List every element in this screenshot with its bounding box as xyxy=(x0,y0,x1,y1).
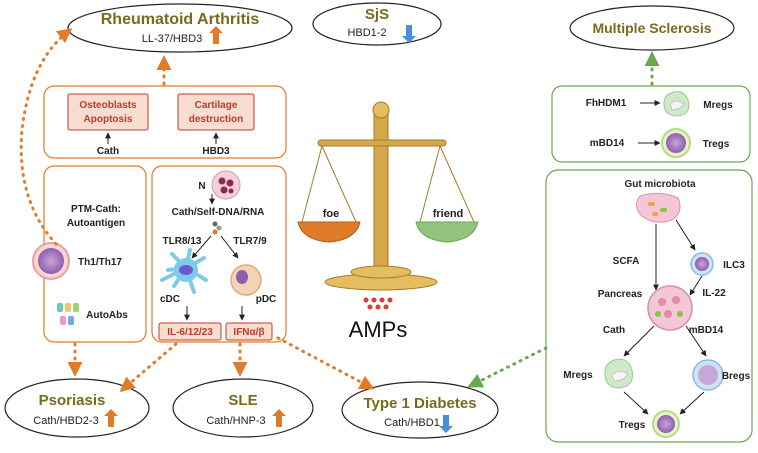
ra-disease: Rheumatoid Arthritis LL-37/HBD3 xyxy=(67,3,293,53)
gut-mbd14-label: mBD14 xyxy=(689,325,724,336)
osteoblasts-line1: Osteoblasts xyxy=(79,100,137,111)
scfa-label: SCFA xyxy=(613,256,640,267)
pdc-label: pDC xyxy=(256,294,277,305)
neutrophil-icon xyxy=(211,170,241,200)
psoriasis-disease: Psoriasis Cath/HBD2-3 xyxy=(4,378,150,438)
cartilage-line1: Cartilage xyxy=(195,100,238,111)
cdc-cell-icon xyxy=(160,248,208,294)
tlr813-label: TLR8/13 xyxy=(163,236,202,247)
ptm-cath-line1: PTM-Cath: xyxy=(71,204,121,215)
il-label: IL-6/12/23 xyxy=(167,327,213,338)
ra-sub: LL-37/HBD3 xyxy=(142,33,203,45)
psoriasis-title: Psoriasis xyxy=(39,392,106,409)
amp-dots-icon xyxy=(363,297,393,310)
t1d-disease: Type 1 Diabetes Cath/HBD1 xyxy=(341,381,499,439)
cath-dna-label: Cath/Self-DNA/RNA xyxy=(172,207,265,218)
gut-cath-label: Cath xyxy=(603,325,625,336)
ifn-label: IFNα/β xyxy=(233,327,264,338)
sjs-sub: HBD1-2 xyxy=(347,27,386,39)
breg-cell-icon xyxy=(692,359,724,391)
gut-panel: Gut microbiota SCFA ILC3 Pancreas IL-22 … xyxy=(545,169,753,443)
th-cell-icon xyxy=(32,242,70,280)
cdc-label: cDC xyxy=(160,294,180,305)
ilc3-label: ILC3 xyxy=(723,260,745,271)
autoabs-label: AutoAbs xyxy=(86,310,128,321)
gut-microbiota-icon xyxy=(636,192,681,223)
friend-label: friend xyxy=(433,208,464,220)
up-arrow-icon xyxy=(272,409,286,427)
sle-sub: Cath/HNP-3 xyxy=(206,415,265,427)
osteoblasts-line2: Apoptosis xyxy=(84,114,133,125)
fhhdm1-label: FhHDM1 xyxy=(586,98,627,109)
gut-mregs-label: Mregs xyxy=(563,370,593,381)
ra-cath-label: Cath xyxy=(97,146,119,157)
treg-cell-icon xyxy=(661,128,691,158)
ms-mbd14-label: mBD14 xyxy=(590,138,625,149)
tlr-panel: N Cath/Self-DNA/RNA TLR8/13 TLR7/9 cDC p… xyxy=(151,165,287,343)
ilc3-cell-icon xyxy=(690,252,714,276)
ra-panel: Osteoblasts Apoptosis Cartilage destruct… xyxy=(43,85,287,159)
ms-tregs-label: Tregs xyxy=(703,139,730,150)
th-label: Th1/Th17 xyxy=(78,257,122,268)
amps-label: AMPs xyxy=(349,317,408,342)
bregs-label: Bregs xyxy=(722,371,751,382)
antibody-icon xyxy=(57,303,79,325)
ptm-cath-line2: Autoantigen xyxy=(67,218,125,229)
gut-tregs-label: Tregs xyxy=(619,420,646,431)
up-arrow-icon xyxy=(209,26,223,44)
t1d-sub: Cath/HBD1 xyxy=(384,417,440,429)
pdc-cell-icon xyxy=(230,264,262,296)
tlr79-label: TLR7/9 xyxy=(233,236,267,247)
n-label: N xyxy=(198,181,205,192)
ms-mregs-label: Mregs xyxy=(703,100,733,111)
ms-title: Multiple Sclerosis xyxy=(592,20,711,36)
cartilage-line2: destruction xyxy=(189,114,243,125)
sjs-disease: SjS HBD1-2 xyxy=(312,2,442,46)
dna-icon xyxy=(212,221,222,235)
down-arrow-icon xyxy=(402,25,416,43)
gut-mreg-cell-icon xyxy=(604,358,633,389)
mreg-cell-icon xyxy=(663,91,690,117)
pancreas-icon xyxy=(647,285,693,331)
pancreas-label: Pancreas xyxy=(598,289,643,300)
down-arrow-icon xyxy=(439,415,453,433)
sle-disease: SLE Cath/HNP-3 xyxy=(172,378,314,438)
ra-title: Rheumatoid Arthritis xyxy=(101,11,260,28)
foe-label: foe xyxy=(323,208,340,220)
ms-panel: FhHDM1 Mregs mBD14 Tregs xyxy=(551,85,751,163)
balance-scale-icon xyxy=(297,101,479,291)
t1d-title: Type 1 Diabetes xyxy=(363,395,476,412)
ra-hbd3-label: HBD3 xyxy=(202,146,230,157)
gut-microbiota-label: Gut microbiota xyxy=(624,179,696,190)
il22-label: IL-22 xyxy=(702,288,726,299)
sjs-title: SjS xyxy=(365,6,389,23)
up-arrow-icon xyxy=(104,409,118,427)
ms-disease: Multiple Sclerosis xyxy=(569,5,735,51)
gut-treg-cell-icon xyxy=(652,410,680,438)
psoriasis-sub: Cath/HBD2-3 xyxy=(33,415,98,427)
autoantigen-panel: PTM-Cath: Autoantigen Th1/Th17 AutoAbs xyxy=(32,165,147,343)
sle-title: SLE xyxy=(228,392,257,409)
connectors xyxy=(19,28,660,392)
